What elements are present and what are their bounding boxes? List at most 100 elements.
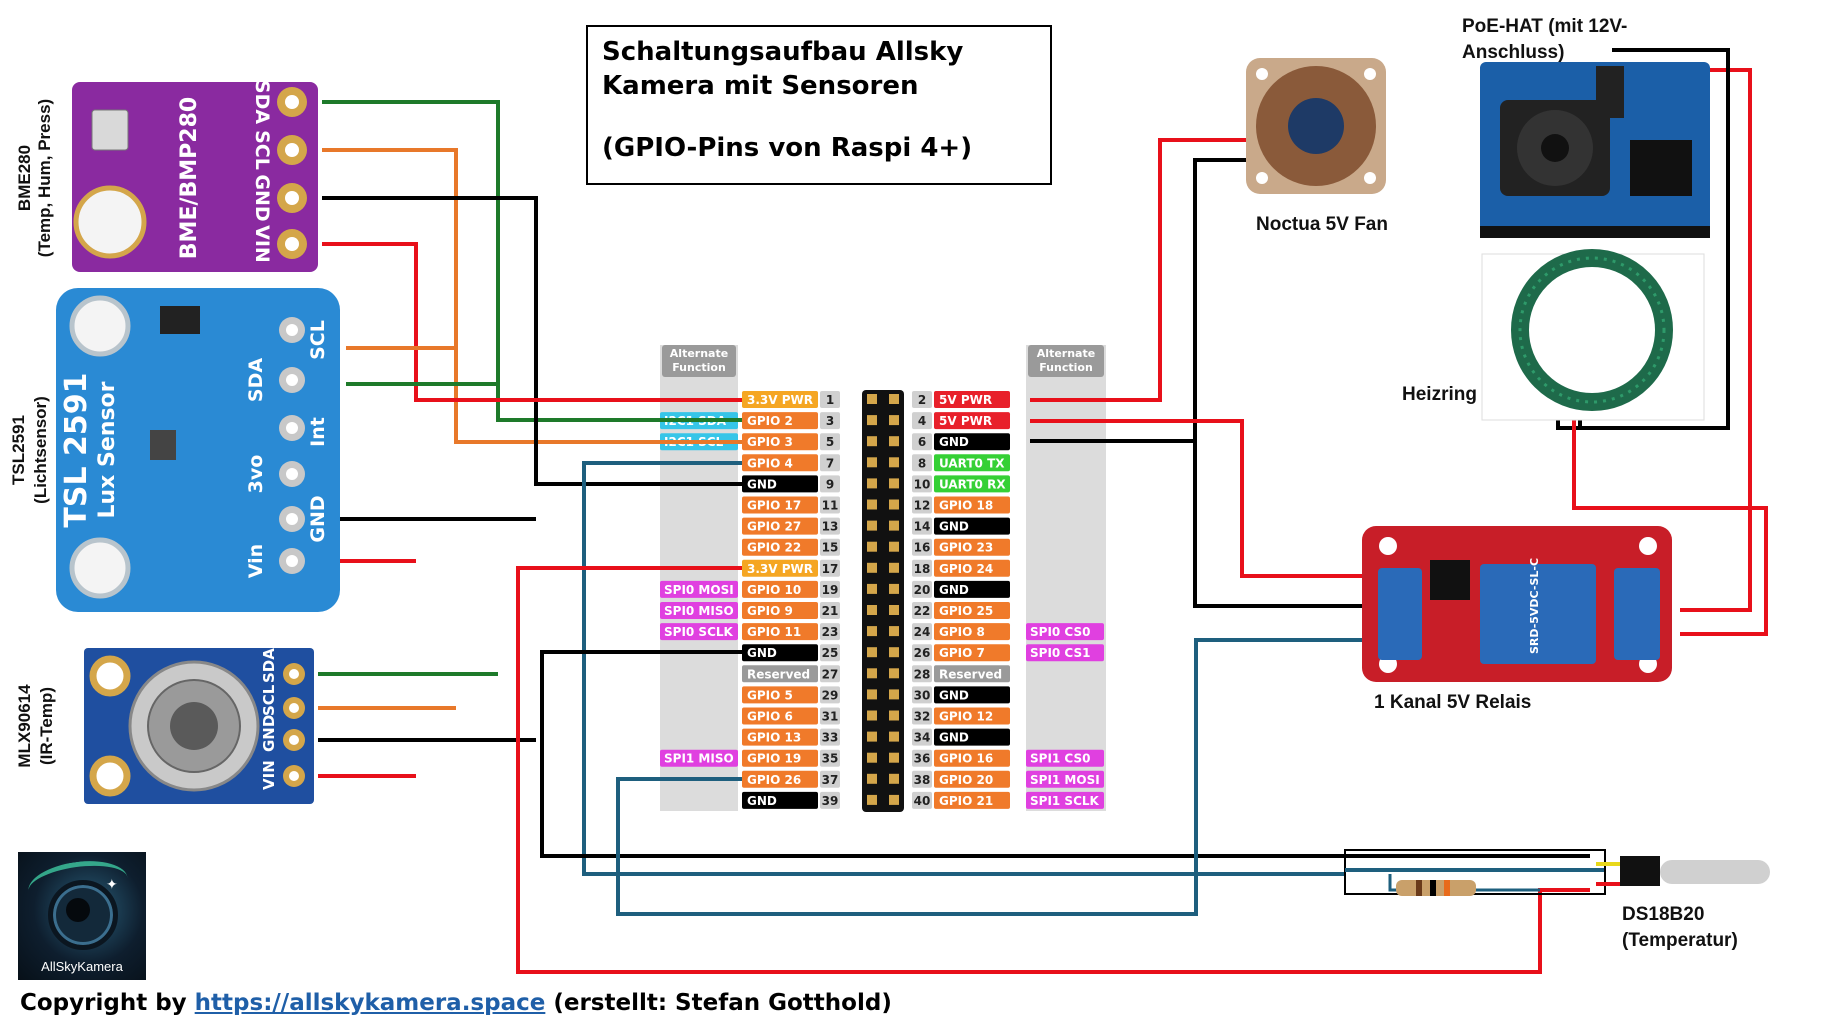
pin-number-box xyxy=(820,644,840,662)
bme280-mount-hole xyxy=(73,185,147,259)
pin-number-box xyxy=(820,707,840,725)
wire-relay-gnd xyxy=(1030,439,1372,608)
pin-label-box xyxy=(742,538,818,556)
title-line3: (GPIO-Pins von Raspi 4+) xyxy=(602,133,973,163)
pin-number-box xyxy=(912,644,932,662)
pin-label: GPIO 12 xyxy=(939,710,993,724)
pin-number: 8 xyxy=(918,456,926,470)
header-pin xyxy=(889,752,899,763)
pin-label-box xyxy=(742,580,818,598)
pin-number: 27 xyxy=(822,667,839,681)
pin-label: GPIO 4 xyxy=(747,456,793,470)
mlx90614-pin-vin: VIN xyxy=(260,760,278,790)
pin-number: 2 xyxy=(918,393,926,407)
pin-label-box xyxy=(742,707,818,725)
bme280-sensor-chip xyxy=(91,109,129,151)
pin-number-box xyxy=(912,791,932,809)
pin-label: UART0 TX xyxy=(939,456,1005,470)
tsl2591-sublabel: (Lichtsensor) xyxy=(31,396,50,504)
website-link[interactable]: https://allskykamera.space xyxy=(194,990,546,1016)
pin-label-box xyxy=(934,770,1010,788)
pin-label-box xyxy=(934,391,1010,408)
wire-heiz-relay xyxy=(1572,398,1768,636)
alt-function-label: SPI0 CS0 xyxy=(1030,625,1090,639)
pin-label: GPIO 24 xyxy=(939,562,993,576)
pin-label-box xyxy=(934,665,1010,683)
tsl2591-pin-gnd: GND xyxy=(307,495,329,542)
pin-label-box xyxy=(934,559,1010,577)
alt-function-box xyxy=(1026,749,1104,767)
bme280-pin-gnd: GND xyxy=(251,174,273,221)
tsl2591-label: TSL2591 xyxy=(9,415,28,485)
pin-number-box xyxy=(912,433,932,451)
pin-label: GPIO 2 xyxy=(747,414,793,428)
pin-number-box xyxy=(820,475,840,493)
pin-number-box xyxy=(820,770,840,788)
alt-header-right-line2: Function xyxy=(1039,361,1093,374)
pin-number: 21 xyxy=(822,604,839,618)
header-pin xyxy=(889,520,899,531)
pin-number-box xyxy=(912,538,932,556)
pin-label-box xyxy=(934,412,1010,430)
alt-function-box xyxy=(1026,791,1104,809)
pin-number-box xyxy=(912,559,932,577)
pin-label-box xyxy=(934,749,1010,767)
pin-number: 23 xyxy=(822,625,839,639)
pin-number-box xyxy=(820,559,840,577)
pin-label-box xyxy=(934,728,1010,746)
diagram-title: Schaltungsaufbau Allsky Kamera mit Senso… xyxy=(586,25,1052,185)
pin-label-box xyxy=(742,412,818,430)
pin-label: GND xyxy=(939,688,969,702)
pin-label-box xyxy=(742,517,818,535)
header-pin xyxy=(889,794,899,805)
pin-label: GPIO 17 xyxy=(747,499,801,513)
wire-bme-scl xyxy=(322,148,742,444)
copyright-suffix: (erstellt: Stefan Gotthold) xyxy=(545,990,892,1016)
pin-label-box xyxy=(742,454,818,472)
pin-number-box xyxy=(820,665,840,683)
alt-function-label: SPI0 CS1 xyxy=(1030,646,1090,660)
pin-label-box xyxy=(742,496,818,514)
pin-label: 3.3V PWR xyxy=(747,562,813,576)
alt-function-label: SPI1 MISO xyxy=(664,752,734,766)
pin-number-box xyxy=(820,433,840,451)
pin-number: 5 xyxy=(826,435,834,449)
pin-number: 26 xyxy=(914,646,931,660)
right-alt-column xyxy=(1026,345,1106,811)
pin-number-box xyxy=(820,791,840,809)
fan-label: Noctua 5V Fan xyxy=(1256,214,1388,235)
pin-number: 25 xyxy=(822,646,839,660)
pin-number: 3 xyxy=(826,414,834,428)
pin-number: 14 xyxy=(914,520,931,534)
pin-label: GPIO 26 xyxy=(747,773,801,787)
alt-function-label: SPI0 SCLK xyxy=(664,625,734,639)
wire-bme-gnd xyxy=(322,196,742,486)
pin-label: UART0 RX xyxy=(939,477,1006,491)
bme280-sublabel: (Temp, Hum, Press) xyxy=(35,99,54,257)
wire-ds-data xyxy=(582,461,1345,876)
header-pin xyxy=(867,457,877,468)
pin-label: GPIO 9 xyxy=(747,604,793,618)
alt-function-box xyxy=(1026,623,1104,641)
bme280-label: BME280 xyxy=(15,145,34,211)
header-pin xyxy=(867,668,877,679)
pin-label-box xyxy=(742,749,818,767)
alt-header-left-line1: Alternate xyxy=(670,347,728,360)
alt-function-box xyxy=(660,749,738,767)
alt-function-label: SPI0 MOSI xyxy=(664,583,734,597)
relay-coil xyxy=(1480,564,1596,664)
pin-number: 9 xyxy=(826,477,834,491)
alt-function-box xyxy=(660,602,738,619)
pin-number-box xyxy=(820,496,840,514)
pin-number-box xyxy=(912,623,932,641)
pin-number: 13 xyxy=(822,520,839,534)
tsl2591-pins xyxy=(279,317,305,574)
header-pin xyxy=(867,541,877,552)
poe-header xyxy=(1480,226,1710,238)
header-pin xyxy=(867,689,877,700)
pin-number: 12 xyxy=(914,499,931,513)
poe-label: PoE-HAT (mit 12V- xyxy=(1462,16,1627,37)
pin-number: 36 xyxy=(914,752,931,766)
